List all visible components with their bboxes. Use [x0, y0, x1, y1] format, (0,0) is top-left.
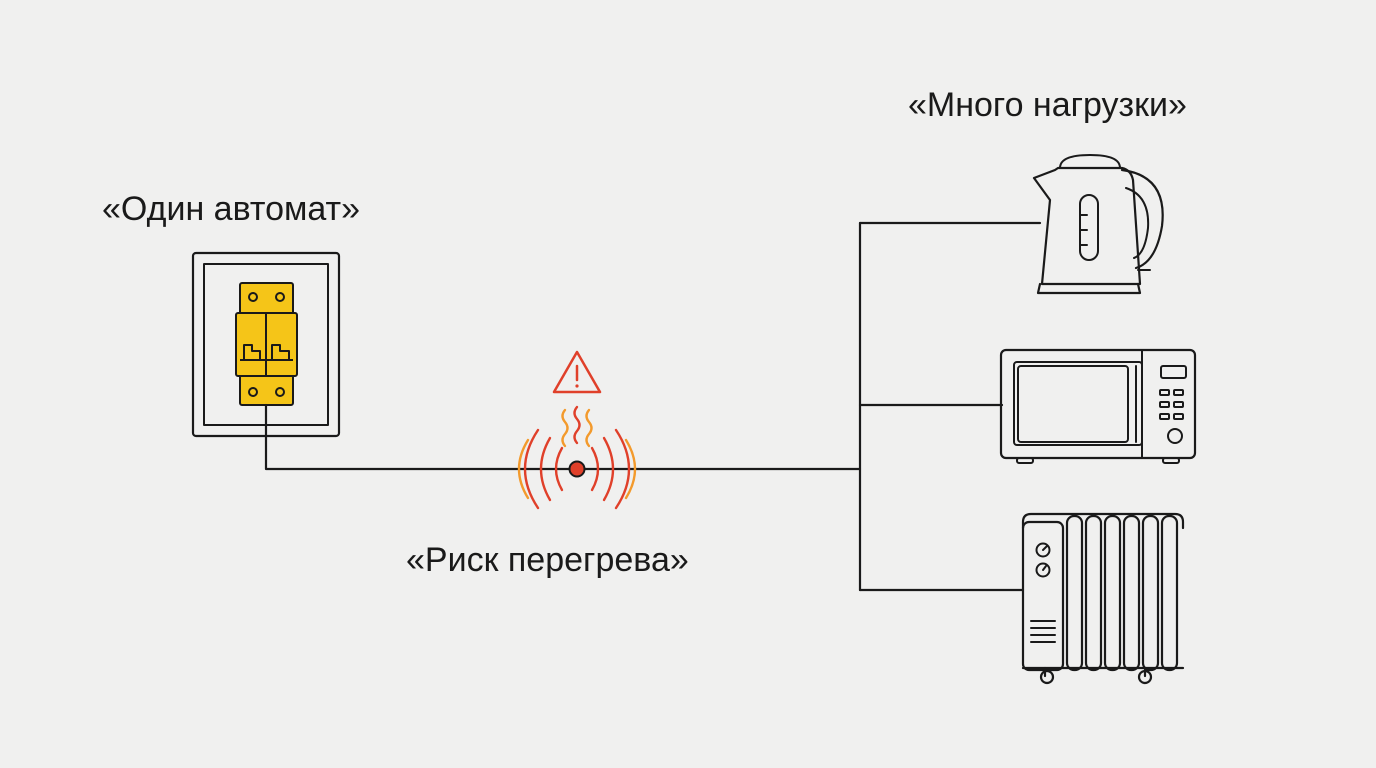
- load-label: «Много нагрузки»: [908, 86, 1187, 124]
- risk-label: «Риск перегрева»: [406, 541, 689, 579]
- heat-waves-icon: [517, 405, 637, 510]
- circuit-breaker-icon: [235, 282, 298, 406]
- microwave-icon: [999, 348, 1197, 464]
- kettle-icon: [1032, 154, 1164, 295]
- breaker-label: «Один автомат»: [102, 190, 360, 228]
- warning-triangle-icon: [552, 350, 602, 394]
- wiring: [264, 221, 1042, 592]
- oil-heater-icon: [1021, 512, 1185, 685]
- overheat-point: [568, 460, 586, 478]
